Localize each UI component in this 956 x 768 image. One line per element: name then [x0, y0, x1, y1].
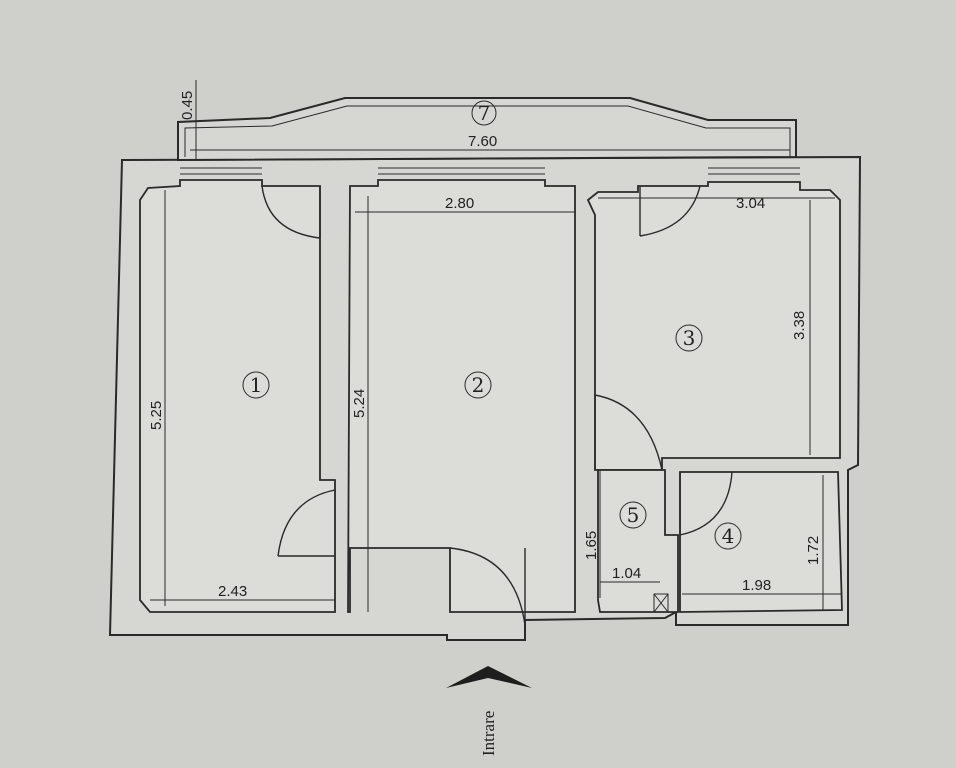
room-4-marker: 4	[714, 522, 742, 550]
dim-room1-length: 5.25	[148, 401, 165, 430]
room-5-area	[597, 469, 679, 613]
dim-room3-width: 3.04	[736, 195, 765, 212]
ventilation-box	[653, 593, 669, 613]
dim-room2-width: 2.80	[445, 195, 474, 212]
dim-room4-width: 1.98	[742, 577, 771, 594]
room-3-number: 3	[683, 326, 696, 350]
room-2-marker: 2	[464, 371, 492, 399]
room-2-area	[347, 179, 576, 613]
dim-room4-length: 1.72	[805, 536, 822, 565]
room-5-number: 5	[627, 503, 640, 527]
room-7-number: 7	[478, 101, 491, 125]
room-1-marker: 1	[242, 371, 270, 399]
dim-balcony-length: 7.60	[468, 133, 497, 150]
dim-balcony-depth: 0.45	[179, 91, 196, 120]
door-swings	[261, 185, 733, 626]
dim-room1-width: 2.43	[218, 583, 247, 600]
dim-room5-length: 1.65	[583, 531, 600, 560]
room-3-marker: 3	[675, 324, 703, 352]
room-7-marker: 7	[471, 100, 497, 126]
dim-room2-length: 5.24	[351, 389, 368, 418]
entrance-label: Intrare	[479, 711, 498, 756]
room-4-area	[679, 471, 843, 613]
balcony-outline	[177, 97, 797, 162]
windows	[180, 167, 800, 175]
room-5-marker: 5	[619, 501, 647, 529]
room-1-area	[139, 179, 336, 613]
dim-room5-width: 1.04	[612, 565, 641, 582]
dim-room3-length: 3.38	[791, 311, 808, 340]
balcony-inner	[184, 105, 791, 157]
room-1-number: 1	[250, 373, 263, 397]
room-4-number: 4	[722, 524, 735, 548]
entrance-arrow	[446, 666, 532, 688]
dimension-lines	[150, 80, 842, 612]
room-2-number: 2	[472, 373, 485, 397]
